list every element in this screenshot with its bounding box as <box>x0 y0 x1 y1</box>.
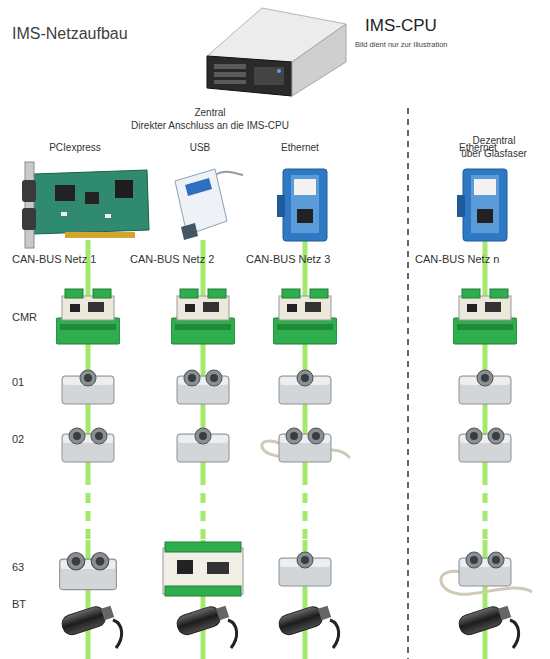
bt-sensor <box>457 602 519 648</box>
ethernet-interface <box>277 169 327 241</box>
bt-sensor <box>277 602 339 648</box>
front-panel <box>254 67 284 85</box>
interface-node: EthernetCAN-BUS Netz 3 <box>243 140 355 270</box>
db9-connector <box>181 223 198 240</box>
chip <box>85 192 99 204</box>
sensor-module <box>60 553 117 590</box>
network-name: CAN-BUS Netz 3 <box>246 253 330 266</box>
sensor-module <box>459 428 511 462</box>
sensor-module <box>279 552 331 586</box>
interface-node: USB CAN-BUS Netz 2 <box>125 140 237 270</box>
group-subheading: über Glasfaser <box>461 148 527 160</box>
terminal-strip <box>165 542 241 552</box>
bt-sensor <box>175 602 237 648</box>
ethernet-interface <box>457 169 507 241</box>
interface-type: USB <box>190 142 211 154</box>
power-led <box>277 69 281 73</box>
sensor-module <box>62 428 114 462</box>
bt-sensor <box>60 602 122 648</box>
bus-line-dashed <box>483 475 488 540</box>
sensor-module <box>62 370 114 404</box>
diagram-title: IMS-Netzaufbau <box>12 25 128 43</box>
group-subheading: Direkter Anschluss an die IMS-CPU <box>131 120 289 132</box>
cmr-module <box>171 289 235 344</box>
drive-bay <box>214 80 246 84</box>
cmr-module <box>273 289 337 344</box>
sensor-module <box>177 370 229 404</box>
interface-node: EthernetCAN-BUS Netz n <box>412 140 532 270</box>
usb-interface <box>175 169 243 240</box>
row-label: 63 <box>12 561 24 574</box>
sensor-module <box>177 428 229 462</box>
sensor-module <box>279 370 331 404</box>
card-bracket <box>25 162 34 248</box>
sensor-module <box>459 552 511 586</box>
server-side <box>292 24 346 96</box>
chip <box>207 562 229 574</box>
terminal-board <box>163 542 243 596</box>
row-label: 01 <box>12 376 24 389</box>
row-label: BT <box>12 598 26 611</box>
component <box>105 214 111 218</box>
db9-connector <box>22 180 36 202</box>
node-note: Bild dient nur zur Illustration <box>355 41 448 50</box>
drive-bay <box>214 72 246 77</box>
chip <box>177 560 193 574</box>
db9-connector <box>22 208 36 230</box>
can-bus-lines <box>88 240 485 659</box>
usb-cable <box>215 172 243 175</box>
bus-line-dashed <box>86 475 91 540</box>
server-illustration <box>207 8 346 96</box>
interface-node: PCIexpressCAN-BUS Netz 1 <box>10 140 160 270</box>
cmr-module <box>56 289 120 344</box>
row-label: 02 <box>12 433 24 446</box>
usb-housing <box>175 169 227 235</box>
network-name: CAN-BUS Netz n <box>415 253 499 266</box>
bus-line <box>86 540 91 659</box>
network-name: CAN-BUS Netz 2 <box>130 253 214 266</box>
group-heading: Zentral <box>194 107 225 119</box>
pcie-card <box>22 162 149 248</box>
separator-line <box>407 108 409 659</box>
chip <box>55 185 75 201</box>
drive-bay <box>214 64 246 69</box>
group-heading: Dezentral <box>473 135 516 147</box>
interface-type: Ethernet <box>281 142 319 154</box>
bus-line-dashed <box>201 475 206 540</box>
gold-fingers <box>65 232 135 238</box>
sensor-module <box>279 428 331 462</box>
interface-type: PCIexpress <box>49 142 101 154</box>
cmr-module <box>453 289 517 344</box>
usb-label <box>185 178 212 196</box>
sensor-module <box>459 370 511 404</box>
component <box>61 212 67 216</box>
terminal-strip <box>165 586 241 596</box>
server-front <box>207 56 292 96</box>
bus-line-dashed <box>303 475 308 540</box>
row-label: CMR <box>12 311 37 324</box>
card-pcb <box>34 170 149 234</box>
chip <box>115 180 133 198</box>
network-name: CAN-BUS Netz 1 <box>12 253 96 266</box>
node-heading: IMS-CPU <box>365 16 437 36</box>
server-node: IMS-CPU Bild dient nur zur Illustration <box>205 4 467 96</box>
